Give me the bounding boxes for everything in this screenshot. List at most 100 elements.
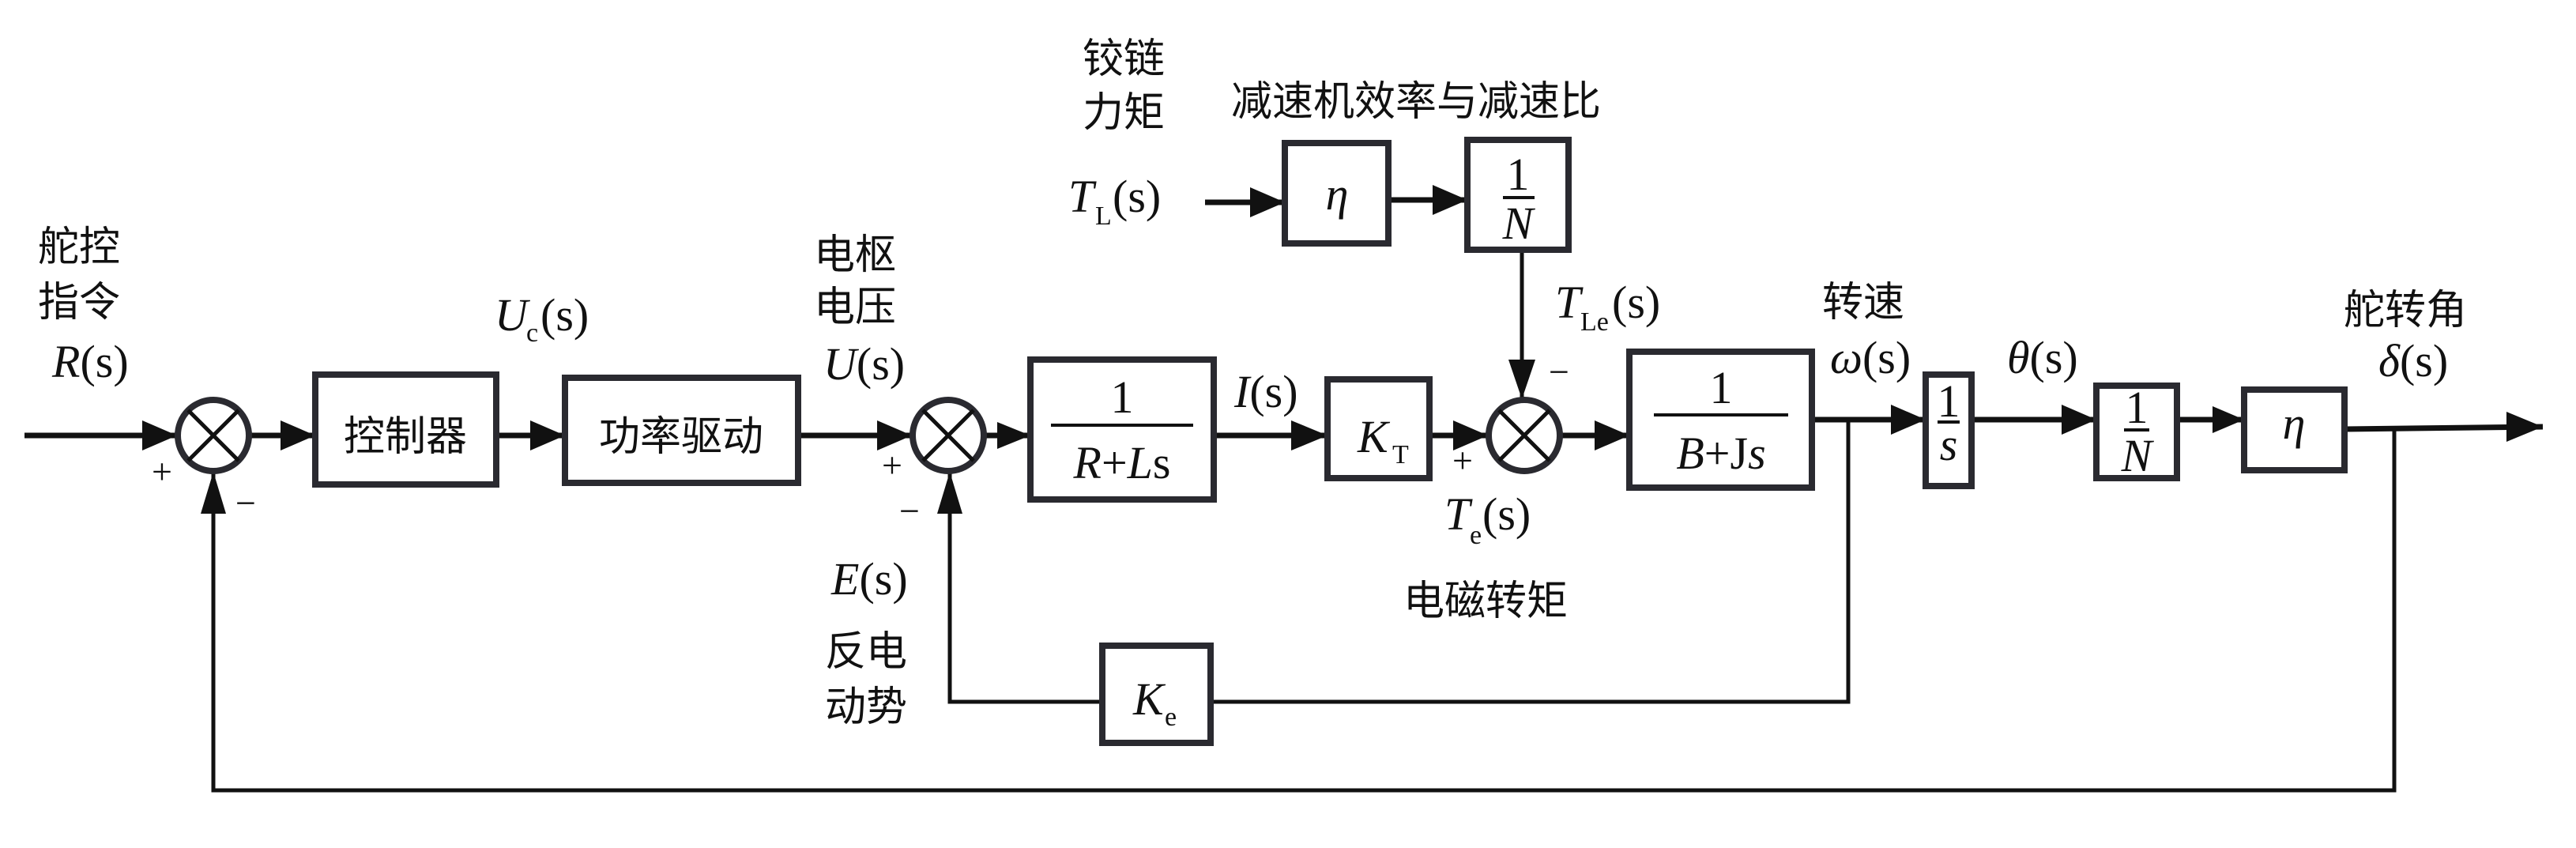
svg-text:ω(s): ω(s): [1830, 332, 1911, 383]
svg-text:转速: 转速: [1822, 279, 1904, 326]
svg-text:U(s): U(s): [823, 338, 905, 390]
summing-junction-3: [1486, 397, 1563, 474]
arrowhead: [1595, 420, 1629, 450]
back-emf-line: [947, 472, 1102, 704]
svg-text:K: K: [1357, 411, 1391, 462]
arrowhead: [1453, 420, 1488, 450]
svg-text:Le: Le: [1580, 307, 1609, 337]
arrowhead: [1291, 420, 1328, 450]
svg-text:η: η: [1326, 168, 1349, 220]
top-gear-ratio-block: 1 N: [1464, 137, 1572, 253]
svg-text:R(s): R(s): [51, 336, 129, 387]
current-label: I(s): [1233, 366, 1298, 417]
svg-text:η: η: [2283, 398, 2306, 449]
svg-text:铰链: 铰链: [1083, 36, 1165, 83]
arrowhead: [1433, 185, 1467, 215]
svg-text:(s): (s): [540, 289, 589, 341]
arrowhead: [1508, 360, 1535, 399]
svg-text:I(s): I(s): [1233, 366, 1298, 417]
controller-label: 控制器: [344, 413, 467, 461]
outer-feedback-line: [211, 428, 2397, 793]
arrowhead: [1250, 187, 1285, 217]
hinge-moment-label: 铰链 力矩 T L (s): [1068, 36, 1165, 231]
controller-block: [312, 371, 499, 488]
speed-feedback-line: [1211, 420, 1851, 704]
svg-text:(s): (s): [1113, 171, 1161, 222]
sum1-minus-sign: −: [235, 483, 256, 523]
svg-text:反电: 反电: [825, 628, 907, 676]
arrowhead: [877, 420, 912, 450]
svg-text:T: T: [1068, 171, 1097, 222]
summing-junction-1: [175, 397, 252, 474]
arrowhead: [997, 422, 1030, 449]
arrowhead: [1891, 405, 1926, 435]
svg-text:K: K: [1132, 673, 1166, 725]
arrowhead: [937, 472, 962, 514]
sum3-minus-sign: −: [1549, 352, 1569, 392]
svg-text:N: N: [1502, 198, 1536, 249]
svg-text:B+Js: B+Js: [1676, 428, 1765, 479]
torque-constant-block: K T: [1324, 376, 1433, 481]
svg-text:e: e: [1470, 521, 1482, 550]
back-emf-label: E(s) 反电 动势: [825, 553, 908, 731]
arrowhead: [2062, 405, 2096, 435]
arrowhead: [281, 420, 315, 450]
svg-text:1: 1: [2126, 382, 2149, 433]
svg-text:T: T: [1444, 488, 1473, 540]
svg-text:1: 1: [1710, 362, 1733, 413]
armature-voltage-label: 电枢 电压 U(s): [814, 232, 905, 390]
svg-text:c: c: [526, 318, 538, 348]
electrical-den: R+Ls: [1073, 437, 1171, 488]
svg-text:e: e: [1165, 703, 1177, 732]
svg-text:1: 1: [1938, 375, 1960, 427]
rudder-angle-label: 舵转角 δ(s): [2344, 287, 2467, 386]
svg-text:1: 1: [1507, 149, 1530, 200]
svg-text:电枢: 电枢: [814, 232, 896, 279]
angle-label: θ(s): [2007, 332, 2078, 383]
svg-text:(s): (s): [1482, 488, 1531, 540]
back-emf-constant-block: K e: [1099, 643, 1214, 746]
svg-text:(s): (s): [1612, 277, 1660, 328]
arrowhead: [530, 420, 565, 450]
svg-text:T: T: [1555, 277, 1584, 328]
efficiency-block: η: [2241, 386, 2348, 473]
sum2-plus-sign: +: [882, 445, 902, 485]
svg-text:电压: 电压: [814, 284, 896, 331]
reducer-title: 减速机效率与减速比: [1231, 78, 1601, 126]
svg-text:N: N: [2121, 430, 2155, 481]
equiv-load-torque-label: T Le (s): [1555, 277, 1660, 337]
integrator-block: 1 s: [1923, 371, 1975, 489]
svg-text:θ(s): θ(s): [2007, 332, 2078, 383]
svg-text:动势: 动势: [825, 684, 907, 731]
speed-label: 转速 ω(s): [1822, 279, 1911, 383]
svg-text:力矩: 力矩: [1083, 89, 1165, 137]
summing-junction-2: [910, 397, 987, 474]
sum3-plus-sign: +: [1452, 440, 1473, 481]
svg-text:s: s: [1940, 419, 1958, 470]
svg-text:指令: 指令: [38, 279, 120, 326]
electrical-block: 1 R+Ls: [1027, 356, 1217, 503]
sum1-plus-sign: +: [152, 451, 172, 492]
svg-text:E(s): E(s): [830, 553, 908, 605]
svg-text:舵控: 舵控: [38, 224, 120, 271]
svg-text:电磁转矩: 电磁转矩: [1403, 578, 1568, 625]
svg-text:δ(s): δ(s): [2378, 335, 2448, 386]
top-efficiency-block: η: [1282, 140, 1392, 247]
controller-output-label: U c (s): [495, 289, 589, 348]
power-drive-block: [562, 375, 801, 486]
arrowhead: [142, 420, 177, 450]
input-label: 舵控 指令 R(s): [38, 224, 129, 387]
em-torque-label: T e (s) 电磁转矩: [1403, 488, 1568, 625]
arrowhead: [201, 472, 226, 514]
svg-text:L: L: [1095, 202, 1112, 231]
gear-ratio-block: 1 N: [2093, 382, 2180, 481]
svg-text:T: T: [1392, 440, 1409, 469]
svg-text:舵转角: 舵转角: [2344, 287, 2467, 334]
arrowhead: [2213, 406, 2244, 433]
power-drive-label: 功率驱动: [599, 413, 763, 461]
sum2-minus-sign: −: [899, 491, 920, 531]
output-arrowhead: [2506, 412, 2543, 442]
mechanical-block: 1 B+Js: [1626, 349, 1815, 491]
svg-text:U: U: [495, 289, 531, 341]
